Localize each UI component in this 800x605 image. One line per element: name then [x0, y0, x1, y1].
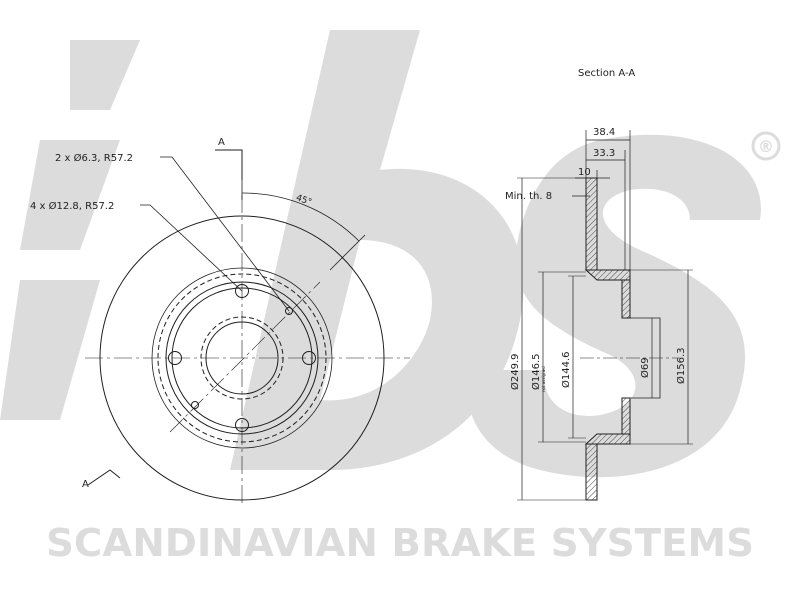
hat-wall-lower — [621, 397, 631, 435]
locating-hole-upper-right — [285, 307, 293, 315]
sbs-logo-mark — [0, 30, 761, 478]
section-title: Section A-A — [578, 68, 635, 79]
section-marker-bottom: A — [82, 479, 89, 490]
dia-outer-label: Ø249.9 — [509, 354, 521, 391]
diagonal-center-line — [169, 281, 321, 433]
leader-small-holes — [160, 156, 290, 312]
dia-center-bore-label: Ø69 — [639, 357, 651, 378]
dia-146-5-note: not assigned — [541, 366, 546, 392]
section-view-labels: Section A-A 38.4 33.3 10 Min. th. 8 Ø249… — [505, 68, 687, 392]
dia-144-6-label: Ø144.6 — [560, 352, 572, 389]
locating-hole-lower-left — [191, 401, 199, 409]
logo-letter-s-left — [0, 40, 140, 420]
min-thickness-label: Min. th. 8 — [505, 191, 552, 202]
friction-ring-upper — [585, 177, 598, 271]
logo-letter-b — [230, 30, 524, 470]
angle-ref-diagonal — [329, 234, 366, 271]
dim-hub-width: 33.3 — [593, 148, 615, 159]
callout-small-holes: 2 x Ø6.3, R57.2 — [55, 152, 133, 164]
section-cut-bottom — [87, 469, 121, 486]
dim-disc-thickness: 10 — [578, 167, 591, 178]
hat-wall-upper — [621, 279, 631, 319]
section-marker-top: A — [218, 137, 225, 148]
front-view — [85, 149, 410, 505]
watermark: ® SCANDINAVIAN BRAKE SYSTEMS — [0, 30, 781, 565]
dia-156-3-label: Ø156.3 — [675, 348, 687, 385]
logo-letter-s-right — [467, 134, 761, 478]
dim-total-width: 38.4 — [593, 127, 615, 138]
angle-arc-45 — [241, 192, 360, 242]
registered-mark-ring — [751, 131, 781, 161]
registered-mark: ® — [758, 137, 774, 156]
callout-large-holes: 4 x Ø12.8, R57.2 — [30, 200, 114, 212]
brand-name: SCANDINAVIAN BRAKE SYSTEMS — [46, 521, 754, 565]
section-cut-top — [215, 149, 243, 180]
dia-146-5-label: Ø146.5 — [530, 354, 542, 391]
friction-ring-lower — [585, 443, 598, 501]
section-view — [517, 130, 693, 501]
leader-large-holes — [140, 204, 243, 292]
front-view-labels: A A 45° 2 x Ø6.3, R57.2 4 x Ø12.8, R57.2 — [30, 137, 313, 490]
